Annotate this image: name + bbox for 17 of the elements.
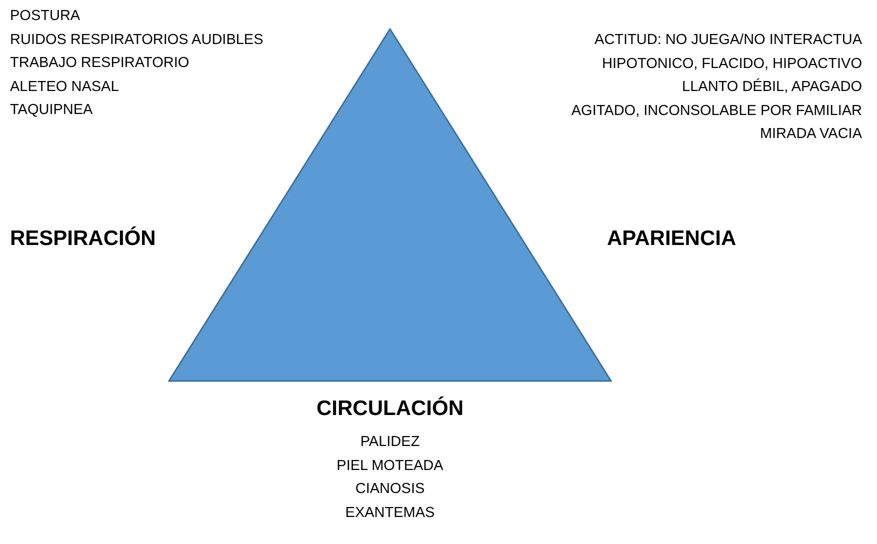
sign-text: TRABAJO RESPIRATORIO [10, 55, 190, 72]
sign-text: ALETEO NASAL [10, 78, 119, 96]
sign-text: RUIDOS RESPIRATORIOS AUDIBLES [10, 32, 264, 49]
sign-text: EXANTEMAS [345, 504, 435, 522]
sign-text: LLANTO DÉBIL, APAGADO [682, 79, 862, 96]
sign-text: PALIDEZ [360, 434, 420, 452]
sign-text: HIPOTONICO, FLACIDO, HIPOACTIVO [602, 56, 862, 73]
category-heading: CIRCULACIÓN [316, 396, 464, 422]
sign-text: CIANOSIS [355, 481, 425, 498]
sign-text: AGITADO, INCONSOLABLE POR FAMILIAR [571, 102, 862, 120]
category-heading: RESPIRACIÓN [10, 226, 156, 252]
sign-text: MIRADA VACIA [760, 126, 862, 144]
sign-text: ACTITUD: NO JUEGA/NO INTERACTUA [594, 32, 862, 50]
sign-text: PIEL MOTEADA [336, 458, 444, 475]
sign-text: POSTURA [10, 8, 80, 26]
sign-text: TAQUIPNEA [10, 102, 93, 120]
category-heading: APARIENCIA [607, 226, 736, 252]
